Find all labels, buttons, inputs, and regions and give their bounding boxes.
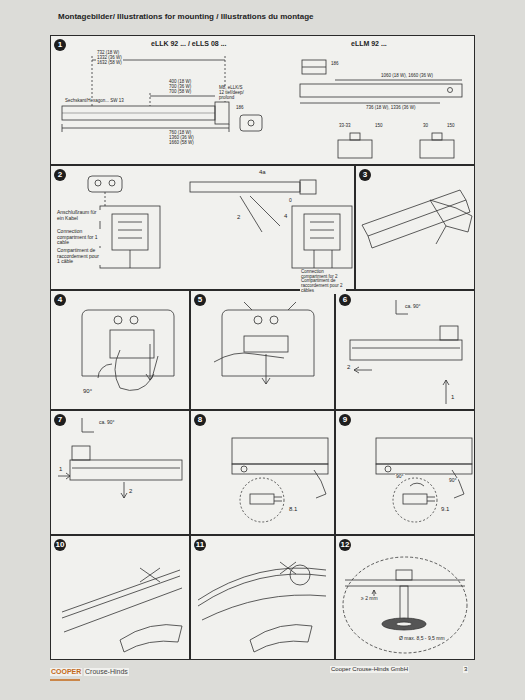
footer-text: COOPER	[50, 668, 82, 676]
annotation: 1632 (58 W)	[96, 61, 123, 66]
step-number: 5	[194, 294, 206, 306]
step-number: 2	[54, 169, 66, 181]
step-panel: 10	[50, 535, 190, 660]
footer-text: 3	[463, 666, 468, 673]
annotation: 90°	[82, 388, 93, 395]
step-number: 4	[54, 294, 66, 306]
annotation: 33-33	[338, 124, 352, 129]
annotation: 700 (58 W)	[168, 90, 192, 95]
annotation: Connection compartment for 1 cable	[56, 229, 102, 246]
annotation: eLLK 92 ... / eLLS 08 ...	[150, 40, 227, 48]
step-panel: 4	[50, 290, 190, 410]
step-number: 7	[54, 414, 66, 426]
step-panel: 5	[190, 290, 335, 410]
annotation: 0	[288, 198, 293, 204]
annotation: 186	[330, 62, 340, 67]
annotation: 1660 (58 W)	[168, 141, 195, 146]
step-number: 11	[194, 539, 206, 551]
step-panel: 3	[355, 165, 475, 290]
annotation: 90°	[448, 478, 458, 484]
annotation: 8.1	[288, 506, 298, 513]
step-number: 10	[54, 539, 66, 551]
annotation: ca. 90°	[98, 420, 116, 426]
annotation: Sechskant/Hexagon... SW 13	[64, 99, 125, 104]
step-panel: 7	[50, 410, 190, 535]
annotation: 1060 (18 W), 1660 (36 W)	[380, 74, 434, 79]
annotation: 736 (18 W), 1336 (36 W)	[365, 106, 417, 111]
step-number: 12	[339, 539, 351, 551]
step-panel: 11	[190, 535, 335, 660]
footer-text: Cooper Crouse-Hinds GmbH	[330, 666, 409, 673]
annotation: 2	[236, 214, 241, 221]
annotation: 150	[374, 124, 384, 129]
step-number: 1	[54, 39, 66, 51]
annotation: 4	[283, 213, 288, 220]
annotation: ≥ 2 mm	[360, 596, 379, 602]
annotation: Compartiment de raccordement pour 2 câbl…	[300, 279, 346, 294]
annotation: profond	[218, 96, 235, 101]
annotation: 2	[346, 364, 351, 371]
footer-text: Crouse-Hinds	[84, 668, 129, 676]
annotation: Anschlußraum für ein Kabel	[56, 210, 102, 221]
annotation: ca. 90°	[404, 304, 422, 310]
annotation: 186	[235, 106, 245, 111]
annotation: 1	[450, 394, 455, 401]
step-number: 3	[359, 169, 371, 181]
step-panel: 8	[190, 410, 335, 535]
annotation: eLLM 92 ...	[350, 40, 388, 48]
annotation: Ø max. 8,5 - 9,5 mm	[398, 636, 446, 642]
step-number: 6	[339, 294, 351, 306]
annotation: 4a	[258, 169, 267, 176]
page-title: Montagebilder/ Illustrations for mountin…	[58, 12, 314, 21]
annotation: 2	[128, 488, 133, 495]
annotation: 1	[58, 466, 63, 473]
annotation: 9.1	[440, 506, 450, 513]
annotation: 150	[446, 124, 456, 129]
step-number: 8	[194, 414, 206, 426]
annotation: 90°	[395, 474, 405, 480]
step-panel: 9	[335, 410, 475, 535]
step-number: 9	[339, 414, 351, 426]
annotation: Compartiment de raccordement pour 1 câbl…	[56, 248, 102, 265]
annotation: 30	[422, 124, 429, 129]
